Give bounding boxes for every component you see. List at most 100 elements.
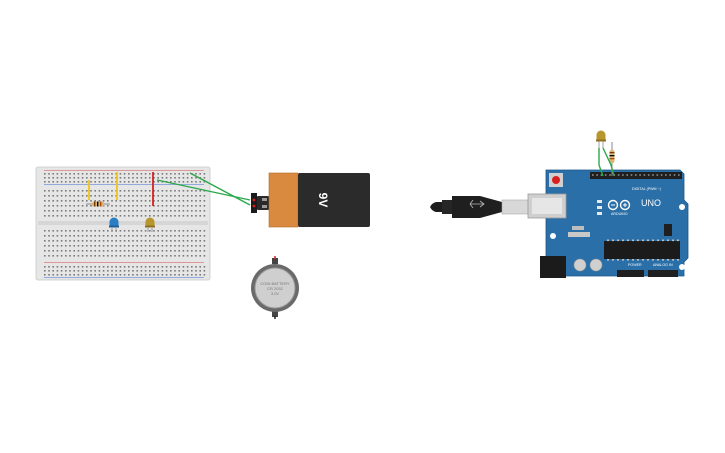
breadboard-hole[interactable]	[174, 195, 176, 197]
breadboard-hole[interactable]	[90, 181, 92, 183]
digital-pin[interactable]	[643, 174, 646, 176]
breadboard-hole[interactable]	[98, 270, 101, 272]
breadboard-hole[interactable]	[56, 240, 59, 242]
breadboard-hole[interactable]	[195, 215, 197, 217]
breadboard-hole[interactable]	[195, 266, 197, 268]
breadboard-hole[interactable]	[136, 240, 138, 242]
breadboard-hole[interactable]	[73, 255, 75, 257]
breadboard-hole[interactable]	[144, 230, 147, 232]
breadboard-hole[interactable]	[65, 240, 67, 242]
breadboard-hole[interactable]	[128, 235, 130, 237]
breadboard-hole[interactable]	[161, 250, 164, 252]
breadboard-hole[interactable]	[123, 181, 126, 183]
breadboard-hole[interactable]	[165, 177, 168, 179]
breadboard-hole[interactable]	[98, 173, 101, 175]
breadboard-hole[interactable]	[44, 205, 46, 207]
breadboard-hole[interactable]	[73, 173, 75, 175]
breadboard-hole[interactable]	[48, 181, 50, 183]
breadboard-hole[interactable]	[60, 240, 63, 242]
breadboard-hole[interactable]	[77, 235, 80, 237]
digital-pin[interactable]	[604, 174, 607, 176]
breadboard-hole[interactable]	[153, 210, 155, 212]
breadboard-hole[interactable]	[136, 235, 138, 237]
breadboard-hole[interactable]	[153, 215, 155, 217]
breadboard-hole[interactable]	[102, 173, 105, 175]
breadboard-hole[interactable]	[111, 195, 113, 197]
breadboard-hole[interactable]	[191, 195, 193, 197]
breadboard-hole[interactable]	[81, 173, 84, 175]
breadboard-hole[interactable]	[94, 195, 96, 197]
breadboard-hole[interactable]	[65, 274, 67, 276]
breadboard-hole[interactable]	[48, 250, 50, 252]
breadboard-hole[interactable]	[191, 215, 193, 217]
breadboard-hole[interactable]	[44, 255, 46, 257]
breadboard-hole[interactable]	[149, 230, 151, 232]
breadboard-hole[interactable]	[56, 270, 59, 272]
breadboard-hole[interactable]	[81, 195, 84, 197]
breadboard-hole[interactable]	[115, 274, 117, 276]
breadboard-hole[interactable]	[203, 250, 206, 252]
breadboard-hole[interactable]	[90, 250, 92, 252]
breadboard-hole[interactable]	[191, 181, 193, 183]
breadboard-hole[interactable]	[132, 270, 134, 272]
breadboard-hole[interactable]	[119, 173, 122, 175]
breadboard-hole[interactable]	[52, 177, 54, 179]
digital-pin[interactable]	[669, 174, 671, 176]
breadboard-hole[interactable]	[136, 245, 138, 247]
breadboard-hole[interactable]	[153, 195, 155, 197]
breadboard-hole[interactable]	[44, 181, 46, 183]
breadboard-hole[interactable]	[144, 177, 147, 179]
breadboard-hole[interactable]	[157, 200, 159, 202]
breadboard-hole[interactable]	[77, 230, 80, 232]
breadboard-hole[interactable]	[195, 250, 197, 252]
breadboard-hole[interactable]	[157, 173, 159, 175]
breadboard-hole[interactable]	[132, 230, 134, 232]
breadboard-hole[interactable]	[107, 230, 109, 232]
breadboard-hole[interactable]	[144, 210, 147, 212]
breadboard-hole[interactable]	[111, 255, 113, 257]
breadboard-hole[interactable]	[115, 210, 117, 212]
breadboard-hole[interactable]	[73, 235, 75, 237]
breadboard-hole[interactable]	[52, 266, 54, 268]
breadboard-hole[interactable]	[107, 274, 109, 276]
breadboard-hole[interactable]	[77, 200, 80, 202]
breadboard-hole[interactable]	[86, 210, 88, 212]
digital-pin[interactable]	[626, 174, 628, 176]
breadboard-hole[interactable]	[195, 240, 197, 242]
breadboard-hole[interactable]	[161, 205, 164, 207]
breadboard-hole[interactable]	[132, 210, 134, 212]
breadboard-hole[interactable]	[203, 245, 206, 247]
breadboard-hole[interactable]	[90, 230, 92, 232]
breadboard-hole[interactable]	[69, 230, 71, 232]
breadboard-hole[interactable]	[81, 200, 84, 202]
breadboard-hole[interactable]	[199, 200, 201, 202]
breadboard-hole[interactable]	[107, 215, 109, 217]
breadboard-hole[interactable]	[119, 177, 122, 179]
breadboard-hole[interactable]	[132, 181, 134, 183]
breadboard-hole[interactable]	[203, 266, 206, 268]
breadboard-hole[interactable]	[107, 195, 109, 197]
breadboard-hole[interactable]	[199, 210, 201, 212]
breadboard-hole[interactable]	[52, 181, 54, 183]
green-wire-4[interactable]	[602, 147, 615, 177]
breadboard-hole[interactable]	[73, 177, 75, 179]
breadboard-hole[interactable]	[111, 173, 113, 175]
breadboard-hole[interactable]	[77, 255, 80, 257]
breadboard-hole[interactable]	[56, 190, 59, 192]
breadboard-hole[interactable]	[123, 255, 126, 257]
breadboard-hole[interactable]	[144, 240, 147, 242]
breadboard-hole[interactable]	[69, 266, 71, 268]
breadboard-hole[interactable]	[44, 200, 46, 202]
breadboard-hole[interactable]	[128, 215, 130, 217]
breadboard-hole[interactable]	[199, 266, 201, 268]
breadboard-hole[interactable]	[144, 245, 147, 247]
breadboard-hole[interactable]	[170, 205, 172, 207]
breadboard-hole[interactable]	[132, 266, 134, 268]
breadboard-hole[interactable]	[73, 270, 75, 272]
breadboard-hole[interactable]	[178, 230, 180, 232]
breadboard-hole[interactable]	[94, 177, 96, 179]
breadboard-hole[interactable]	[178, 195, 180, 197]
breadboard-hole[interactable]	[94, 245, 96, 247]
breadboard-hole[interactable]	[191, 200, 193, 202]
